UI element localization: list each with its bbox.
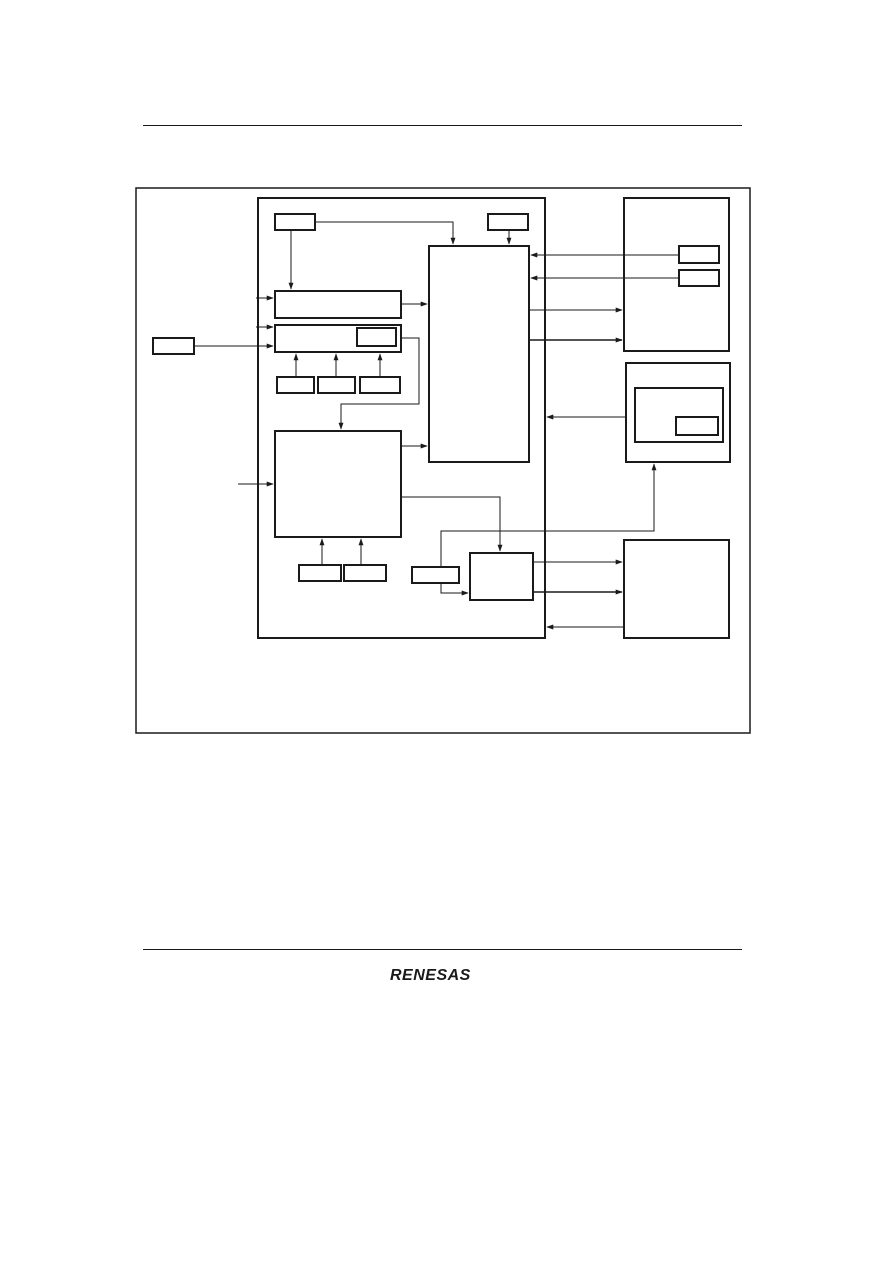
- right-bottom-block: [623, 539, 730, 639]
- right-top-block: [623, 197, 730, 352]
- interface-block: [469, 552, 534, 601]
- bottom-box-2: [343, 564, 387, 582]
- renesas-logo: RENESAS: [390, 967, 471, 984]
- top-right-small-box: [487, 213, 529, 231]
- connector-select-to-interface: [440, 583, 469, 596]
- central-control-block: [428, 245, 530, 463]
- selector-box-1: [276, 376, 315, 394]
- header-rule: [143, 125, 742, 126]
- figure-frame: [135, 187, 751, 734]
- selector-box-2: [317, 376, 356, 394]
- right-middle-inner-block: [634, 387, 724, 443]
- register-sub-box: [356, 327, 397, 347]
- interface-select-box: [411, 566, 460, 584]
- register-block-2: [274, 324, 402, 353]
- right-middle-block: [625, 362, 731, 463]
- right-top-sub-box-1: [678, 245, 720, 264]
- logo-text: RENESAS: [390, 967, 471, 984]
- connector-processing-to-interface: [401, 496, 503, 552]
- footer-rule: [143, 949, 742, 950]
- external-input-box: [152, 337, 195, 355]
- selector-box-3: [359, 376, 401, 394]
- top-left-small-box: [274, 213, 316, 231]
- register-block-1: [274, 290, 402, 319]
- connector-select-to-right-middle: [440, 463, 657, 567]
- connector-top-to-central: [315, 221, 456, 245]
- connector-register-2-to-processing: [338, 337, 420, 430]
- right-top-sub-box-2: [678, 269, 720, 287]
- bottom-box-1: [298, 564, 342, 582]
- right-middle-sub-box: [675, 416, 719, 436]
- main-module-block: [257, 197, 546, 639]
- processing-block: [274, 430, 402, 538]
